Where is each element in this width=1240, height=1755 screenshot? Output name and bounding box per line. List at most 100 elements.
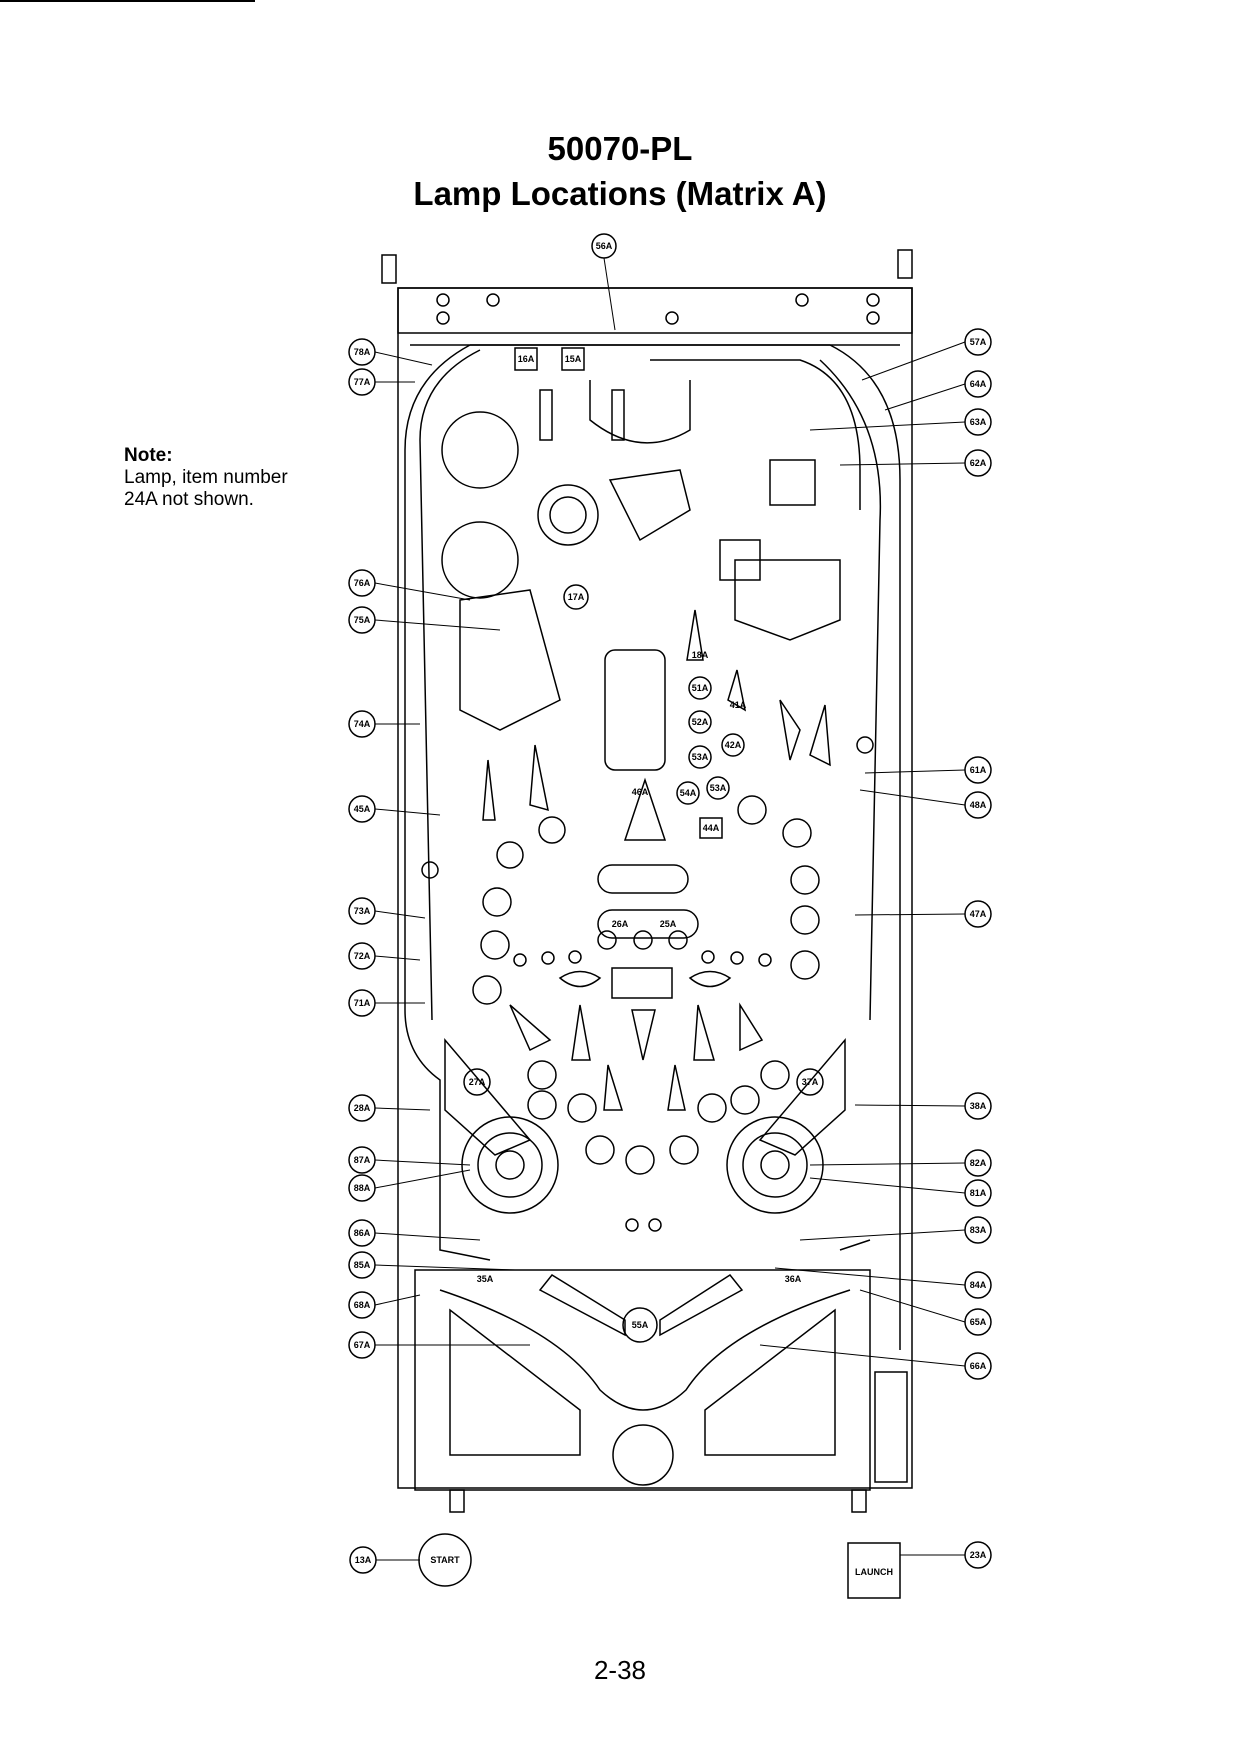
playfield-outline xyxy=(404,344,901,1350)
callout-68A: 68A xyxy=(348,1291,376,1319)
callout-text: 86A xyxy=(354,1228,371,1238)
lamp-17A: 17A xyxy=(563,584,589,610)
callout-text: 13A xyxy=(355,1555,372,1565)
callout-text: 74A xyxy=(354,719,371,729)
callout-86A: 86A xyxy=(348,1219,376,1247)
lamp-27A: 27A xyxy=(463,1068,491,1096)
callout-73A: 73A xyxy=(348,897,376,925)
callout-text: 65A xyxy=(970,1317,987,1327)
lamp-15A: 15A xyxy=(561,347,585,371)
callout-text: 56A xyxy=(596,241,613,251)
start-label: START xyxy=(430,1555,460,1565)
lamp-25A: 25A xyxy=(660,919,677,929)
callout-text: 64A xyxy=(970,379,987,389)
callout-text: 61A xyxy=(970,765,987,775)
callout-83A: 83A xyxy=(964,1216,992,1244)
callouts-right: 57A 64A 63A 62A 61A 48A 47A 38A 82A 81A … xyxy=(964,328,992,1569)
callout-67A: 67A xyxy=(348,1331,376,1359)
drain-hole xyxy=(612,1424,674,1486)
round-inserts xyxy=(421,736,874,1232)
callout-text: 48A xyxy=(970,800,987,810)
callout-text: 47A xyxy=(970,909,987,919)
callout-75A: 75A xyxy=(348,606,376,634)
callout-85A: 85A xyxy=(348,1251,376,1279)
lamp-text: 44A xyxy=(703,823,720,833)
callout-38A: 38A xyxy=(964,1092,992,1120)
callout-28A: 28A xyxy=(348,1094,376,1122)
lamp-text: 53A xyxy=(692,752,709,762)
callout-text: 63A xyxy=(970,417,987,427)
part-number-title: 50070-PL xyxy=(547,130,693,167)
callout-text: 71A xyxy=(354,998,371,1008)
callout-text: 76A xyxy=(354,578,371,588)
lamp-text: 17A xyxy=(568,592,585,602)
callout-text: 66A xyxy=(970,1361,987,1371)
right-flipper xyxy=(659,1274,744,1337)
launch-button-icon xyxy=(847,1542,901,1599)
lamp-text: 52A xyxy=(692,717,709,727)
callout-84A: 84A xyxy=(964,1271,992,1299)
callout-text: 67A xyxy=(354,1340,371,1350)
top-screws xyxy=(436,293,880,325)
callout-71A: 71A xyxy=(348,989,376,1017)
callout-45A: 45A xyxy=(348,795,376,823)
callout-76A: 76A xyxy=(348,569,376,597)
right-slingshot xyxy=(758,1037,846,1156)
apron-inner-left xyxy=(449,1308,581,1456)
lamp-text: 51A xyxy=(692,683,709,693)
callout-13A: 13A xyxy=(349,1546,377,1574)
lamp-text: 42A xyxy=(725,740,742,750)
callout-66A: 66A xyxy=(964,1352,992,1380)
page-number: 2-38 xyxy=(593,1655,647,1685)
outlane-curve xyxy=(439,1289,851,1411)
diagram-subtitle: Lamp Locations (Matrix A) xyxy=(413,175,827,212)
callout-text: 75A xyxy=(354,615,371,625)
callout-text: 38A xyxy=(970,1101,987,1111)
lamp-36A: 36A xyxy=(785,1274,802,1284)
lamp-46A: 46A xyxy=(632,787,649,797)
plunger-assembly xyxy=(874,1371,908,1483)
lamp-42A: 42A xyxy=(721,733,745,757)
triangle-inserts xyxy=(482,609,831,1111)
callout-text: 23A xyxy=(970,1550,987,1560)
callouts-left: 56A 78A 77A 76A 75A 74A 45A 73A 72A 71A … xyxy=(348,233,617,1574)
note-line-1: Lamp, item number xyxy=(124,467,288,488)
callout-text: 78A xyxy=(354,347,371,357)
callout-87A: 87A xyxy=(348,1146,376,1174)
callout-48A: 48A xyxy=(964,791,992,819)
callout-text: 88A xyxy=(354,1183,371,1193)
callout-63A: 63A xyxy=(964,408,992,436)
left-slingshot xyxy=(444,1037,532,1156)
callout-text: 81A xyxy=(970,1188,987,1198)
lamp-44A: 44A xyxy=(699,817,723,839)
lamp-35A: 35A xyxy=(477,1274,494,1284)
left-flipper xyxy=(538,1274,626,1337)
center-oval-insert xyxy=(597,864,689,894)
lamp-text: 54A xyxy=(680,788,697,798)
callout-56A: 56A xyxy=(591,233,617,259)
lamp-text: 27A xyxy=(469,1077,486,1087)
note-heading: Note: xyxy=(124,445,173,466)
callout-text: 57A xyxy=(970,337,987,347)
launch-label: LAUNCH xyxy=(855,1567,893,1577)
right-lane-oval xyxy=(688,970,732,988)
inline-lamp-labels: 16A 15A 17A 18A 51A 41A 52A 42A 53A 54A … xyxy=(463,347,824,1343)
center-bar-insert xyxy=(597,909,699,939)
lamp-text: 37A xyxy=(802,1077,819,1087)
callout-text: 82A xyxy=(970,1158,987,1168)
left-orbit-rail xyxy=(419,349,481,1021)
callout-text: 85A xyxy=(354,1260,371,1270)
left-lane-oval xyxy=(558,970,602,988)
lamp-16A: 16A xyxy=(514,347,538,371)
callout-23A: 23A xyxy=(964,1541,992,1569)
center-square-insert xyxy=(611,967,673,999)
callout-72A: 72A xyxy=(348,942,376,970)
callout-61A: 61A xyxy=(964,756,992,784)
callout-text: 83A xyxy=(970,1225,987,1235)
lamp-text: 53A xyxy=(710,783,727,793)
lamp-53A-upper: 53A xyxy=(688,745,712,769)
callout-text: 62A xyxy=(970,458,987,468)
lamp-text: 55A xyxy=(632,1320,649,1330)
top-rule xyxy=(0,0,255,2)
callout-78A: 78A xyxy=(348,338,376,366)
